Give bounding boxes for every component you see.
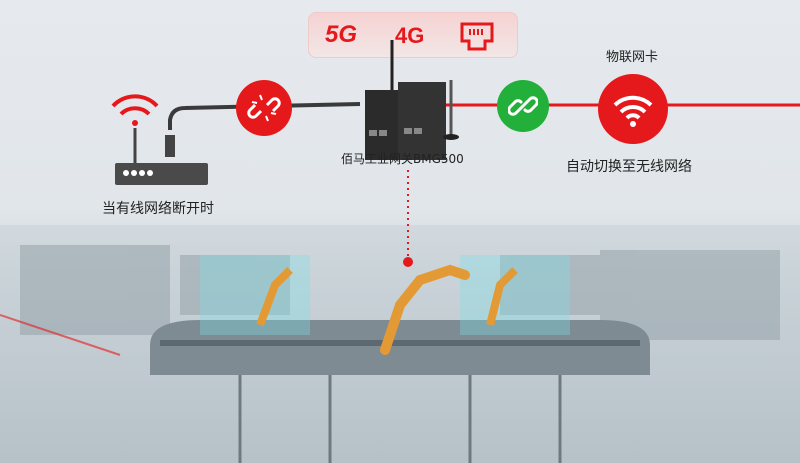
wired-disconnect-label: 当有线网络断开时 bbox=[102, 201, 214, 217]
factory-background bbox=[0, 225, 800, 463]
4g-icon: 4G bbox=[395, 23, 425, 48]
wifi-icon bbox=[598, 74, 668, 144]
gateway-device-image bbox=[365, 40, 459, 160]
auto-switch-label: 自动切换至无线网络 bbox=[566, 159, 692, 175]
connectivity-options-box: 5G 4G bbox=[308, 12, 518, 58]
ethernet-port-icon bbox=[460, 22, 494, 51]
connected-link-icon bbox=[497, 80, 549, 132]
gateway-label: 佰马工业网关BMG500 bbox=[341, 152, 464, 166]
broken-link-icon bbox=[236, 80, 292, 136]
5g-icon: 5G bbox=[325, 21, 358, 48]
router-icon bbox=[111, 94, 208, 185]
connection-lines bbox=[111, 40, 800, 267]
iot-card-label: 物联网卡 bbox=[606, 50, 659, 65]
